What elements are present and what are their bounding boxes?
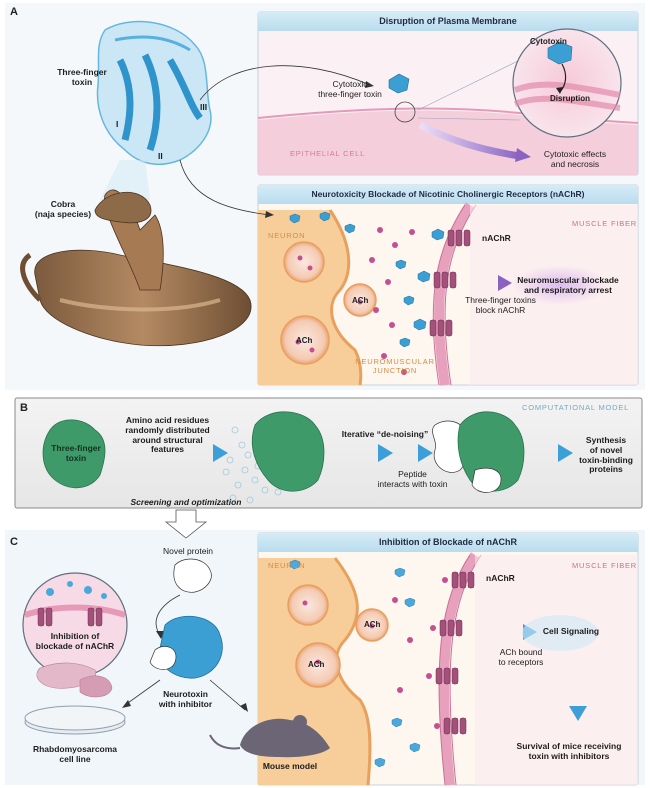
muscle-fiber-label: MUSCLE FIBER xyxy=(572,219,638,228)
peptide-label: Peptide interacts with toxin xyxy=(377,469,448,489)
muscle-membrane xyxy=(434,202,475,386)
novel-protein-label: Novel protein xyxy=(162,546,214,556)
mouse-model-label: Mouse model xyxy=(262,761,318,771)
panel-c-nachr-label: nAChR xyxy=(486,573,515,583)
panel-c-ach-label-2: ACh xyxy=(308,660,325,669)
toxin-label: Three-finger toxin xyxy=(57,67,107,87)
three-finger-toxin-ribbon xyxy=(96,20,212,166)
inhibition-label: Inhibition of blockade of nAChR xyxy=(35,631,115,651)
ach-label-2: ACh xyxy=(296,336,313,345)
cobra-label: Cobra (naja species) xyxy=(34,199,92,219)
inhibition-box-title: Inhibition of Blockade of nAChR xyxy=(379,537,517,547)
section-letter-b: B xyxy=(20,402,28,414)
zoom-focus-ring xyxy=(394,101,416,123)
screening-arrow xyxy=(164,509,208,539)
cell-signaling-label: Cell Signaling xyxy=(542,626,600,636)
nachr-label: nAChR xyxy=(482,233,511,243)
panel-c-left-graphics xyxy=(22,558,330,758)
zoom-disruption-label: Disruption xyxy=(550,94,590,103)
cytotoxic-toxin-label: Cytotoxic three-finger toxin xyxy=(318,79,382,99)
panel-c-neuron-label: NEURON xyxy=(268,561,306,570)
block-text: Three-finger toxins block nAChR xyxy=(465,295,536,315)
junction-label: NEUROMUSCULAR JUNCTION xyxy=(355,357,435,375)
panel-b-graphics xyxy=(42,411,573,504)
ach-bound-label: ACh bound to receptors xyxy=(498,647,544,667)
ach-label-1: ACh xyxy=(352,296,369,305)
finger-2-label: II xyxy=(158,151,163,161)
mouse-illustration xyxy=(240,718,330,758)
vesicle xyxy=(283,241,325,283)
vesicle xyxy=(280,315,330,365)
screening-label: Screening and optimization xyxy=(130,497,242,507)
neurotoxin-inhibitor-label: Neurotoxin with inhibitor xyxy=(158,689,213,709)
denoising-label: Iterative “de-noising” xyxy=(341,429,429,439)
section-letter-a: A xyxy=(10,6,18,18)
cobra-illustration xyxy=(20,189,252,347)
neurotoxicity-box-title: Neurotoxicity Blockade of Nicotinic Chol… xyxy=(311,189,585,199)
synthesis-label: Synthesis of novel toxin-binding protein… xyxy=(579,435,633,475)
membrane-box xyxy=(257,11,639,176)
epithelial-cell-label: EPITHELIAL CELL xyxy=(290,149,366,158)
neurotoxicity-box xyxy=(257,184,639,386)
panel-c-muscle-fiber-label: MUSCLE FIBER xyxy=(572,561,638,570)
finger-1-label: I xyxy=(116,119,119,129)
residues-label: Amino acid residues randomly distributed… xyxy=(125,415,210,455)
cytotoxic-toxin-shape xyxy=(388,73,410,94)
neuron-label: NEURON xyxy=(268,231,306,240)
computational-model-label: COMPUTATIONAL MODEL xyxy=(522,403,630,412)
zoom-cytotoxin-label: Cytotoxin xyxy=(530,37,567,46)
membrane-box-title: Disruption of Plasma Membrane xyxy=(379,16,517,26)
outcome-label: Neuromuscular blockade and respiratory a… xyxy=(517,275,619,295)
panel-c-ach-label-1: ACh xyxy=(364,620,381,629)
finger-3-label: III xyxy=(200,102,208,112)
section-letter-c: C xyxy=(10,536,18,548)
cytotoxic-effects-label: Cytotoxic effects and necrosis xyxy=(543,149,607,169)
survival-label: Survival of mice receiving toxin with in… xyxy=(516,741,622,761)
panel-b-toxin-label: Three-finger toxin xyxy=(51,443,101,463)
rhabdo-label: Rhabdomyosarcoma cell line xyxy=(32,744,118,764)
